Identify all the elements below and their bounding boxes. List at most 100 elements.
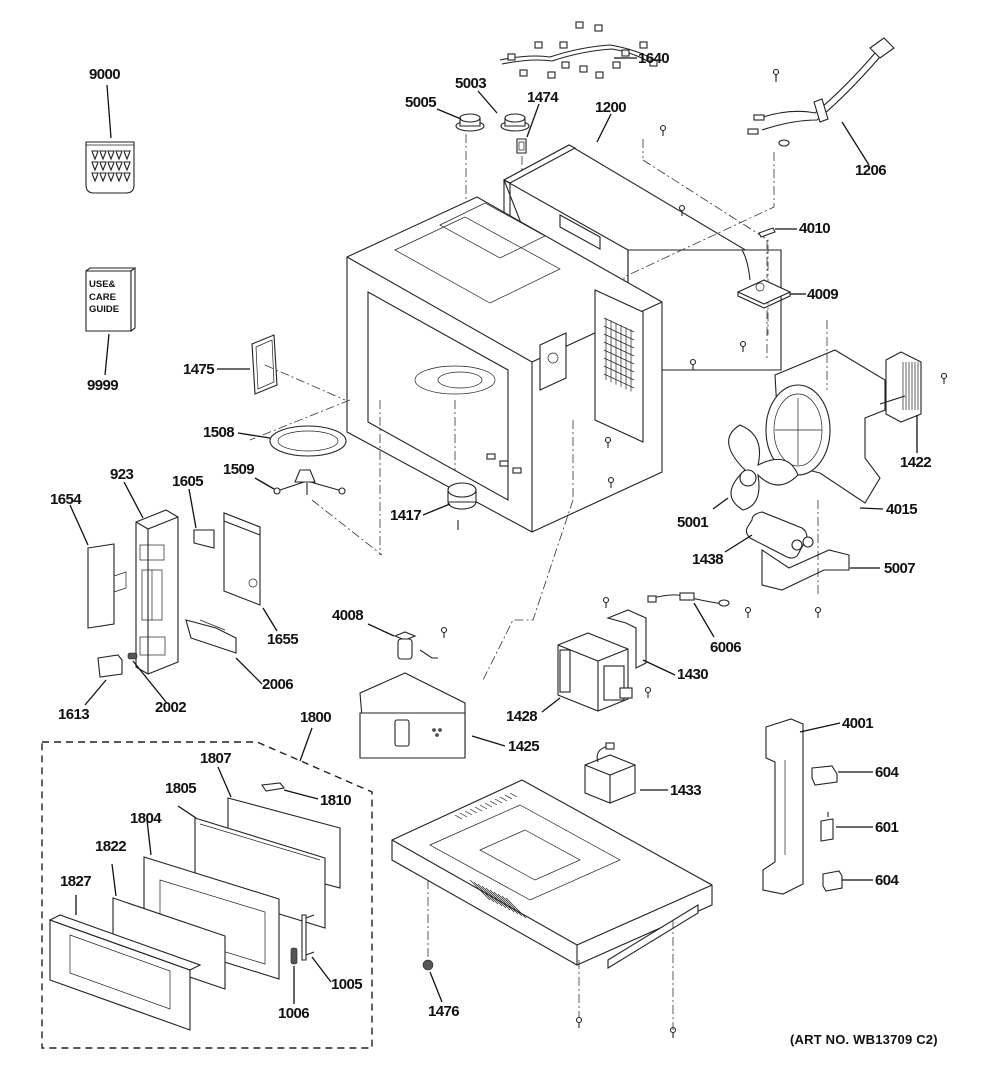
callout-1654[interactable]: 1654 [50,491,82,508]
callout-4008[interactable]: 4008 [332,607,364,624]
latch-hook-1005[interactable] [301,914,315,961]
callout-1640[interactable]: 1640 [638,50,670,67]
callout-604-upper[interactable]: 604 [875,764,899,781]
power-cord-1206[interactable] [747,37,895,147]
control-board-1655[interactable] [223,512,261,606]
callout-6006[interactable]: 6006 [710,639,742,656]
connector-icon [534,41,543,49]
latch-spring-1006[interactable] [290,947,298,965]
magnetron-bracket-1430[interactable] [606,609,647,669]
base-plate[interactable] [391,779,713,966]
display-window-1605[interactable] [193,529,215,549]
foot-1476[interactable] [422,959,434,971]
fan-motor-1422[interactable] [879,351,922,423]
callout-4001[interactable]: 4001 [842,715,874,732]
magnetron-1428[interactable] [557,632,629,712]
wire-harness-1640[interactable] [499,21,658,79]
use-care-guide-9999[interactable] [85,266,136,333]
air-duct-4015[interactable] [765,349,886,504]
callout-1508[interactable]: 1508 [203,424,235,441]
capacitor-1438[interactable] [745,511,814,559]
callout-601[interactable]: 601 [875,819,899,836]
interlock-switch-604-upper[interactable] [811,765,838,786]
callout-1804[interactable]: 1804 [130,810,162,827]
callout-5003[interactable]: 5003 [455,75,487,92]
callout-5005[interactable]: 5005 [405,94,437,111]
callout-1509[interactable]: 1509 [223,461,255,478]
callout-2006[interactable]: 2006 [262,676,294,693]
callout-9000[interactable]: 9000 [89,66,121,83]
fuse-4010[interactable] [758,227,776,238]
callout-1800[interactable]: 1800 [300,709,332,726]
callout-9999[interactable]: 9999 [87,377,119,394]
screw-kit-9000[interactable] [85,141,135,194]
callout-1805[interactable]: 1805 [165,780,197,797]
callout-1605[interactable]: 1605 [172,473,204,490]
callout-1428[interactable]: 1428 [506,708,538,725]
fuse-holder-1474[interactable] [516,138,527,154]
callout-1425[interactable]: 1425 [508,738,540,755]
callout-604-lower[interactable]: 604 [875,872,899,889]
callout-4009[interactable]: 4009 [807,286,839,303]
leader-1428 [541,697,561,713]
callout-4015[interactable]: 4015 [886,501,918,518]
callout-1655[interactable]: 1655 [267,631,299,648]
callout-1430[interactable]: 1430 [677,666,709,683]
diode-6006[interactable] [647,592,730,607]
callout-1474[interactable]: 1474 [527,89,559,106]
oven-cavity[interactable] [346,196,663,533]
thermostat-5003[interactable] [500,113,530,132]
door-release-lever-2006[interactable] [185,619,237,654]
screw-icon [123,150,131,161]
lamp-4008[interactable] [393,631,417,660]
leader-1804 [146,819,152,856]
callout-1206[interactable]: 1206 [855,162,887,179]
leader-1655 [262,607,278,632]
leader-923 [123,481,144,519]
waveguide-cover-1475[interactable] [251,334,278,395]
noise-filter-board-4009[interactable] [736,249,792,309]
callout-1200[interactable]: 1200 [595,99,627,116]
transformer-1433[interactable] [584,742,636,804]
callout-5001[interactable]: 5001 [677,514,709,531]
callout-2002[interactable]: 2002 [155,699,187,716]
turntable-motor-1417[interactable] [447,482,477,530]
door-frame-1805[interactable] [194,817,326,929]
leader-1476 [429,971,443,1003]
callout-1810[interactable]: 1810 [320,792,352,809]
callout-1476[interactable]: 1476 [428,1003,460,1020]
callout-923[interactable]: 923 [110,466,134,483]
lamp-housing-1425[interactable] [359,672,466,759]
turntable-tray-1508[interactable] [269,425,347,457]
door-outer-frame-1827[interactable] [48,914,202,1031]
callout-5007[interactable]: 5007 [884,560,916,577]
latch-board-4001[interactable] [762,718,804,895]
callout-1827[interactable]: 1827 [60,873,92,890]
interlock-switch-604-lower[interactable] [822,870,843,892]
screw-icon [644,686,652,698]
callout-1422[interactable]: 1422 [900,454,932,471]
callout-1475[interactable]: 1475 [183,361,215,378]
callout-4010[interactable]: 4010 [799,220,831,237]
door-hook-1810[interactable] [261,782,286,792]
callout-1006[interactable]: 1006 [278,1005,310,1022]
callout-1433[interactable]: 1433 [670,782,702,799]
callout-1613[interactable]: 1613 [58,706,90,723]
interlock-switch-601[interactable] [820,812,834,842]
callout-1417[interactable]: 1417 [390,507,422,524]
membrane-switch-1654[interactable] [87,543,127,629]
roller-guide-1509[interactable] [273,469,346,495]
fan-blade-5001[interactable] [728,424,799,511]
leader-1417 [422,503,451,516]
screw-icon [115,150,123,161]
thermostat-5005[interactable] [455,113,485,132]
callout-1005[interactable]: 1005 [331,976,363,993]
door-open-button-1613[interactable] [97,654,123,678]
spring-2002[interactable] [127,652,138,660]
capacitor-bracket-5007[interactable] [761,548,850,591]
foot-strip [607,904,699,969]
callout-1438[interactable]: 1438 [692,551,724,568]
callout-1822[interactable]: 1822 [95,838,127,855]
callout-1807[interactable]: 1807 [200,750,232,767]
control-panel-923[interactable] [135,509,179,675]
